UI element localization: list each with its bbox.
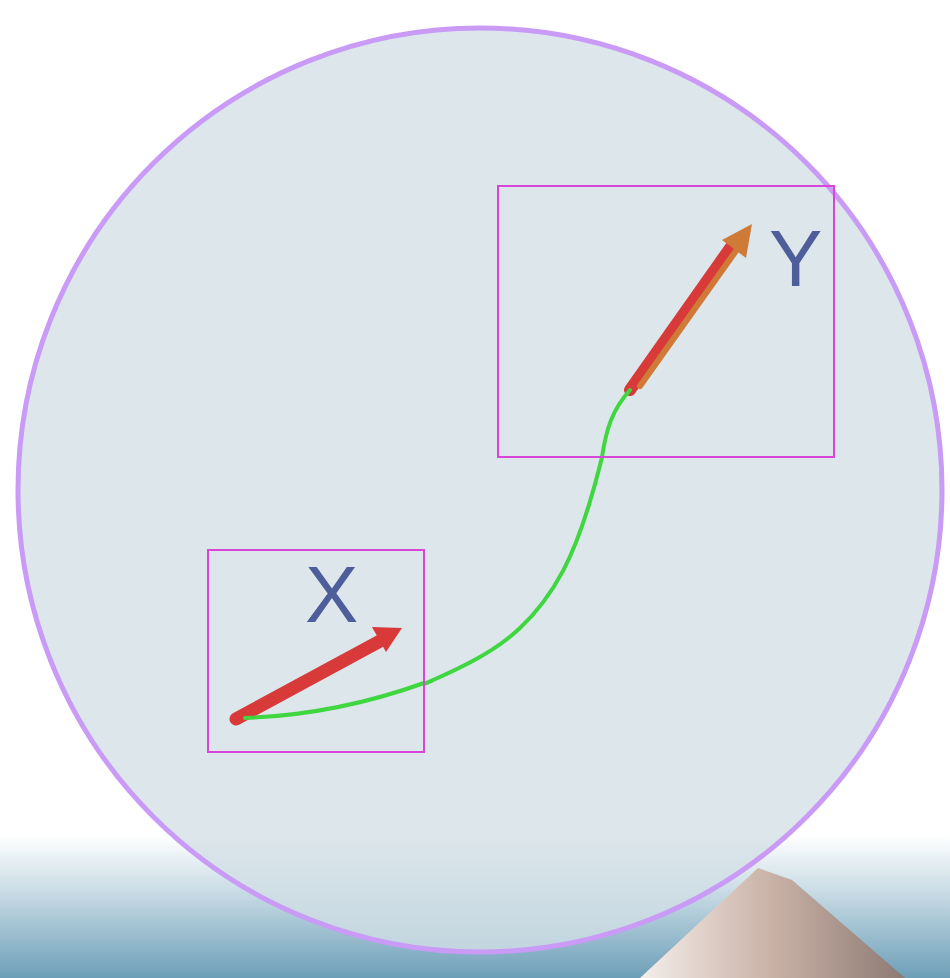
vector-arrow — [630, 244, 733, 390]
enclosing-circle — [18, 28, 942, 952]
vector-arrow — [236, 640, 382, 719]
transport-path — [602, 390, 630, 457]
vector-box: Y — [497, 185, 835, 458]
variable-letter: X — [305, 555, 358, 635]
transport-path — [245, 683, 424, 718]
arrow-head — [722, 224, 752, 258]
vector-arrow — [640, 248, 738, 386]
transport-path — [425, 458, 602, 684]
vector-box: X — [207, 549, 425, 753]
variable-letter: Y — [769, 219, 822, 299]
arrow-head — [372, 627, 402, 652]
